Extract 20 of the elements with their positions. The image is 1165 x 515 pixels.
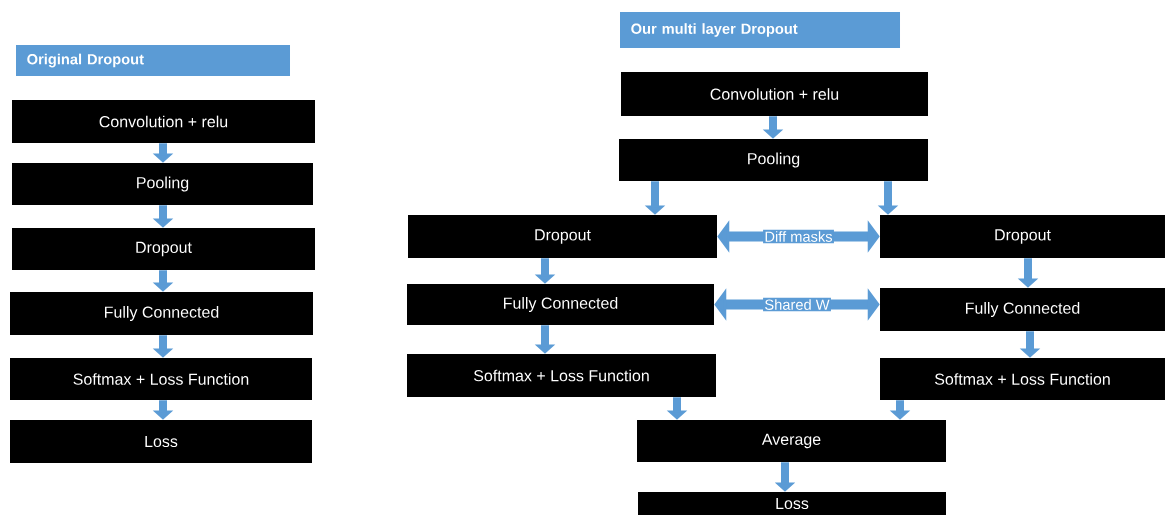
title-banner: Original Dropout xyxy=(16,45,290,76)
process-box: Dropout xyxy=(880,215,1165,258)
process-box: Fully Connected xyxy=(10,292,313,335)
process-box: Loss xyxy=(638,492,946,515)
process-box: Loss xyxy=(10,420,312,463)
process-box: Convolution + relu xyxy=(621,72,928,116)
process-box: Pooling xyxy=(619,139,928,181)
process-box: Average xyxy=(637,420,946,462)
edge-label: Diff masks xyxy=(763,229,834,244)
process-box: Pooling xyxy=(12,163,313,205)
process-box: Dropout xyxy=(12,228,315,270)
process-box: Dropout xyxy=(408,215,717,258)
edge-label: Shared W xyxy=(763,297,831,312)
title-banner: Our multi layer Dropout xyxy=(620,12,900,48)
process-box: Softmax + Loss Function xyxy=(880,358,1165,400)
process-box: Softmax + Loss Function xyxy=(407,354,716,397)
process-box: Softmax + Loss Function xyxy=(10,358,312,400)
process-box: Fully Connected xyxy=(407,284,714,325)
process-box: Convolution + relu xyxy=(12,100,315,143)
process-box: Fully Connected xyxy=(880,288,1165,331)
